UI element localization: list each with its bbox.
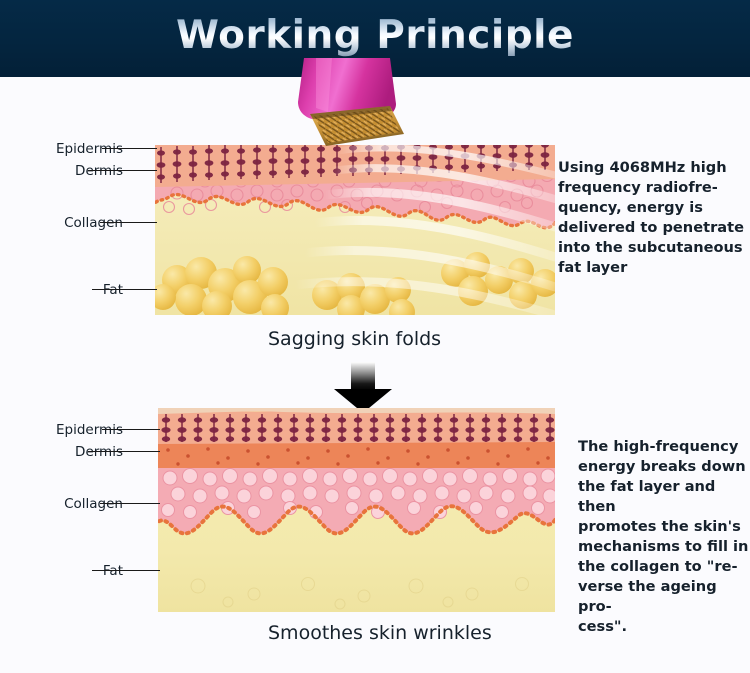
leader-dermis-bottom [88,451,160,452]
collagen-boundary-bottom [158,504,555,536]
down-arrow [332,362,394,414]
label-dermis-bottom: Dermis [75,444,123,460]
label-epidermis-bottom: Epidermis [56,422,123,438]
leader-fat-bottom [92,570,160,571]
skin-diagram-sagging [155,145,555,315]
leader-fat-top-ext [92,289,157,290]
page-title: Working Principle [0,13,750,58]
label-dermis-top: Dermis [75,163,123,179]
label-collagen-bottom: Collagen [64,496,123,512]
leader-dermis-top-ext [88,170,157,171]
description-top: Using 4068MHz high frequency radiofre- q… [558,159,744,276]
rf-microneedling-handpiece [286,58,408,153]
skin-surface-bottom [158,408,555,414]
label-collagen-top: Collagen [64,215,123,231]
leader-epidermis-top-ext [102,148,157,149]
caption-sagging-skin-folds: Sagging skin folds [268,328,442,350]
dermis-dots-bottom [166,447,550,466]
label-fat-bottom: Fat [102,563,123,579]
leader-collagen-top-ext [100,222,157,223]
arrow-svg [334,362,392,413]
leader-collagen-bottom [100,503,160,504]
fat-texture [190,577,529,610]
caption-smoothes-skin-wrinkles: Smoothes skin wrinkles [268,622,492,644]
label-epidermis-top: Epidermis [56,141,123,157]
label-fat-top: Fat [102,282,123,298]
dermis-layer-bottom [158,440,555,468]
description-bottom: The high-frequency energy breaks down th… [578,438,749,635]
skin-cross-section-bottom [158,408,555,612]
handpiece-svg [298,58,404,146]
epidermis-band-top [155,145,555,187]
epidermis-cells-bottom [161,417,555,442]
skin-diagram-smooth [158,408,555,612]
handpiece-body [298,58,396,120]
leader-epidermis-bottom [102,429,160,430]
